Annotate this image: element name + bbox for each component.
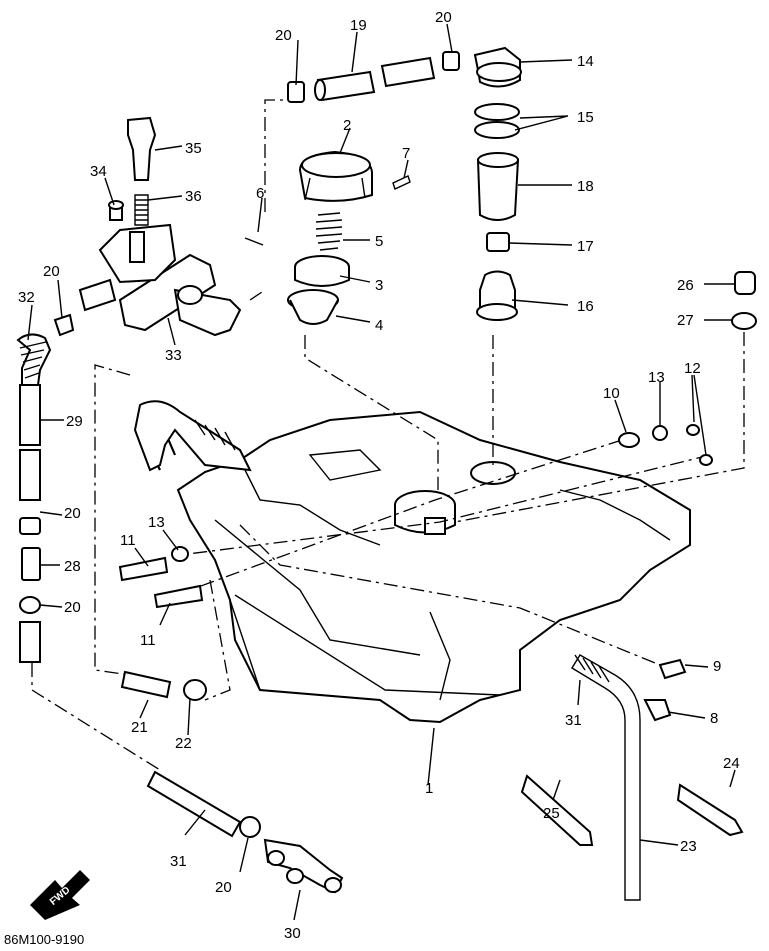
fuel-cock-assembly: [53, 116, 242, 337]
filler-cap-assembly: [244, 150, 411, 325]
joint-28: [21, 547, 41, 581]
callout-20-e: 20: [64, 599, 81, 616]
callout-25: 25: [543, 805, 560, 822]
callout-6: 6: [256, 185, 264, 202]
fwd-direction-arrow: FWD: [30, 870, 90, 920]
callout-18: 18: [577, 178, 594, 195]
callout-12: 12: [684, 360, 701, 377]
callout-29: 29: [66, 413, 83, 430]
callout-34: 34: [90, 163, 107, 180]
right-small-parts: [118, 271, 757, 846]
callout-20-c: 20: [43, 263, 60, 280]
callout-32: 32: [18, 289, 35, 306]
callout-2: 2: [343, 117, 351, 134]
fuel-tank: [176, 410, 691, 724]
top-hose-19: [287, 51, 460, 103]
drawing-code: 86M100-9190: [4, 932, 84, 947]
callout-31-b: 31: [170, 853, 187, 870]
callout-13-a: 13: [648, 369, 665, 386]
callout-1: 1: [425, 780, 433, 797]
hose-fittings-left: [19, 517, 41, 663]
lower-hoses: [120, 670, 344, 894]
callout-16: 16: [577, 298, 594, 315]
callout-20-a: 20: [275, 27, 292, 44]
callout-33: 33: [165, 347, 182, 364]
callout-14: 14: [577, 53, 594, 70]
hose-lower: [19, 621, 41, 663]
callout-36: 36: [185, 188, 202, 205]
callout-35: 35: [185, 140, 202, 157]
clamp-20-b: [19, 596, 41, 614]
sender-assembly: [473, 46, 522, 321]
callout-20-b: 20: [435, 9, 452, 26]
callout-31-a: 31: [565, 712, 582, 729]
leader-lines: [31, 99, 745, 771]
breather-hose-assembly: [133, 400, 252, 472]
callout-8: 8: [710, 710, 718, 727]
callout-22: 22: [175, 735, 192, 752]
drain-hose-23: [571, 654, 641, 901]
callout-21: 21: [131, 719, 148, 736]
callout-numbers: 1 2 3 4 5 6 7 8 9 10 11 11 12 13 13 14 1…: [18, 9, 740, 942]
callout-4: 4: [375, 317, 383, 334]
callout-17: 17: [577, 238, 594, 255]
callout-27: 27: [677, 312, 694, 329]
callout-5: 5: [375, 233, 383, 250]
callout-19: 19: [350, 17, 367, 34]
callout-15: 15: [577, 109, 594, 126]
callout-24: 24: [723, 755, 740, 772]
callout-10: 10: [603, 385, 620, 402]
callout-28: 28: [64, 558, 81, 575]
fuel-hose-32-29: [16, 333, 52, 501]
callout-11-a: 11: [120, 532, 136, 549]
callout-13-b: 13: [148, 514, 165, 531]
callout-20-d: 20: [64, 505, 81, 522]
callout-20-f: 20: [215, 879, 232, 896]
callout-23: 23: [680, 838, 697, 855]
clamp-20-a: [19, 517, 41, 535]
callout-9: 9: [713, 658, 721, 675]
callout-7: 7: [402, 145, 410, 162]
callout-30: 30: [284, 925, 301, 942]
callout-leaders: [27, 23, 736, 921]
callout-26: 26: [677, 277, 694, 294]
callout-3: 3: [375, 277, 383, 294]
callout-11-b: 11: [140, 632, 156, 649]
